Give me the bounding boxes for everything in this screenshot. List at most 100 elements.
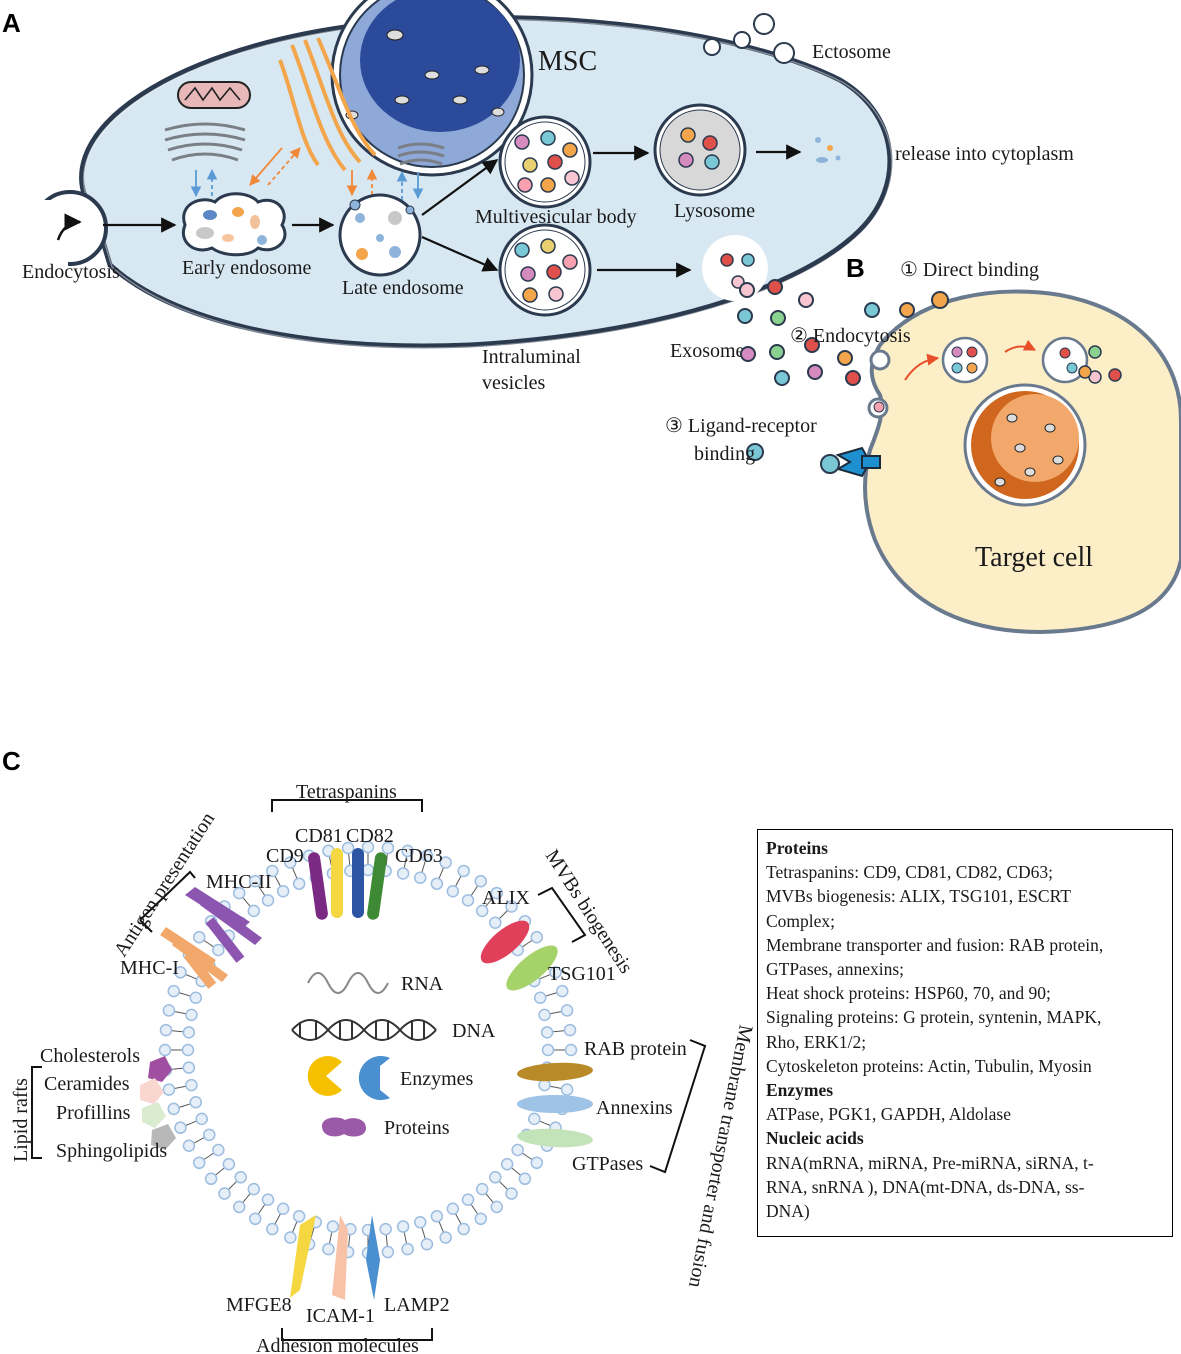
exosome-label: Exosome	[670, 340, 745, 362]
pathway-arrows	[103, 144, 802, 278]
tetraspanins	[308, 848, 387, 920]
icam1-label: ICAM-1	[306, 1305, 375, 1327]
ectosomes	[703, 13, 795, 64]
panel-label-a: A	[2, 8, 21, 38]
box-line: Rho, ERK1/2;	[766, 1031, 867, 1052]
box-heading-proteins: Proteins	[766, 838, 828, 858]
lamp2-label: LAMP2	[384, 1294, 450, 1316]
dna-label: DNA	[452, 1020, 496, 1042]
cd63-label: CD63	[395, 845, 443, 867]
tsg101-label: TSG101	[548, 963, 616, 985]
multivesicular-body	[498, 115, 592, 209]
lysosome	[653, 103, 747, 197]
exosome-membrane	[156, 838, 580, 1262]
adhesion-molecules	[290, 1215, 380, 1300]
ligand-label-1: ③ Ligand-receptor	[665, 415, 817, 437]
cd9-label: CD9	[266, 845, 304, 867]
box-line: MVBs biogenesis: ALIX, TSG101, ESCRT	[766, 886, 1071, 907]
antigen-bracket	[139, 870, 196, 921]
late-endosome-label: Late endosome	[342, 277, 464, 299]
box-line: RNA, snRNA ), DNA(mt-DNA, ds-DNA, ss-	[766, 1176, 1085, 1197]
rab-label: RAB protein	[584, 1038, 687, 1060]
mfge8-label: MFGE8	[226, 1294, 292, 1316]
box-heading-enzymes: Enzymes	[766, 1080, 834, 1101]
box-line: Membrane transporter and fusion: RAB pro…	[766, 934, 1104, 955]
panel-label-c: C	[2, 746, 21, 776]
endocytosis-label: Endocytosis	[22, 261, 120, 283]
released-fragments	[815, 137, 841, 163]
mhc-molecules	[160, 887, 262, 989]
alix-label: ALIX	[482, 887, 530, 909]
lipid-bracket	[31, 1066, 42, 1159]
intraluminal-vesicles-body	[498, 223, 592, 317]
exosome-release-site	[702, 235, 768, 301]
msc-label: MSC	[538, 46, 597, 77]
mvb-proteins	[480, 920, 558, 991]
box-line: GTPases, annexins;	[766, 959, 905, 980]
cd82-label: CD82	[346, 825, 394, 847]
box-line: Cytoskeleton proteins: Actin, Tubulin, M…	[766, 1055, 1092, 1076]
tetraspanins-bracket	[271, 799, 423, 812]
endocytosis-b-label: ② Endocytosis	[790, 325, 911, 347]
cargo-protein	[322, 1117, 366, 1137]
proteins-label: Proteins	[384, 1117, 450, 1139]
early-endosome	[181, 192, 287, 257]
early-endosome-label: Early endosome	[182, 257, 312, 279]
target-endocytic-pits	[867, 349, 891, 419]
rna-label: RNA	[401, 973, 444, 995]
lysosome-label: Lysosome	[674, 200, 755, 222]
panel-label-b: B	[846, 253, 865, 283]
golgi-apparatus-2	[397, 142, 445, 166]
enzymes-label: Enzymes	[400, 1068, 474, 1090]
box-heading-nucleic: Nucleic acids	[766, 1128, 864, 1149]
release-label: release into cytoplasm	[895, 143, 1074, 165]
adhesion-bracket	[281, 1328, 433, 1341]
annexins-label: Annexins	[596, 1097, 673, 1119]
endocytosis-pocket	[20, 190, 108, 270]
cargo-dna	[291, 1019, 437, 1041]
exosome-content-legend: Proteins Tetraspanins: CD9, CD81, CD82, …	[757, 829, 1173, 1237]
tetraspanins-label: Tetraspanins	[296, 781, 397, 803]
floating-exosomes	[737, 279, 949, 461]
box-line: Signaling proteins: G protein, syntenin,…	[766, 1007, 1102, 1028]
box-line: RNA(mRNA, miRNA, Pre-miRNA, siRNA, t-	[766, 1152, 1094, 1173]
direct-binding-label: ① Direct binding	[900, 259, 1039, 281]
cholesterols-label: Cholesterols	[40, 1045, 140, 1067]
profillins-label: Profillins	[56, 1102, 131, 1124]
ceramides-label: Ceramides	[44, 1073, 130, 1095]
cargo-rna	[307, 972, 389, 994]
intraluminal-label-1: Intraluminal	[482, 346, 581, 368]
mvb-bracket	[537, 886, 587, 943]
lipid-rafts	[140, 1056, 176, 1150]
target-cell-label: Target cell	[975, 542, 1093, 573]
internalized-vesicles	[904, 336, 1122, 384]
intraluminal-label-2: vesicles	[482, 372, 546, 394]
ligand-label-2: binding	[694, 443, 755, 465]
box-line: Complex;	[766, 910, 836, 931]
cd81-label: CD81	[295, 825, 343, 847]
adhesion-label: Adhesion molecules	[256, 1335, 419, 1354]
mhc1-label: MHC-I	[120, 957, 179, 979]
box-line: ATPase, PGK1, GAPDH, Aldolase	[766, 1104, 1011, 1125]
golgi-apparatus	[164, 122, 246, 162]
mhc2-label: MHC-II	[206, 871, 272, 893]
ectosome-label: Ectosome	[812, 41, 891, 63]
membrane-bracket	[649, 1039, 707, 1174]
box-line: Tetraspanins: CD9, CD81, CD82, CD63;	[766, 862, 1054, 883]
box-line: DNA)	[766, 1201, 810, 1222]
mvb-label: Multivesicular body	[475, 206, 637, 228]
late-endosome	[338, 193, 422, 277]
mitochondrion	[177, 81, 251, 109]
cargo-enzymes	[307, 1056, 390, 1100]
nucleus	[330, 0, 534, 177]
membrane-label: Membrane transporter and fusion	[684, 1023, 757, 1289]
endoplasmic-reticulum	[278, 37, 377, 172]
box-line: Heat shock proteins: HSP60, 70, and 90;	[766, 983, 1051, 1004]
transport-arrows	[190, 147, 424, 200]
sphingolipids-label: Sphingolipids	[56, 1140, 167, 1162]
lipid-rafts-label: Lipid rafts	[10, 1078, 32, 1162]
membrane-transporters	[517, 1062, 593, 1148]
gtpases-label: GTPases	[572, 1153, 643, 1175]
target-nucleus	[963, 383, 1087, 507]
